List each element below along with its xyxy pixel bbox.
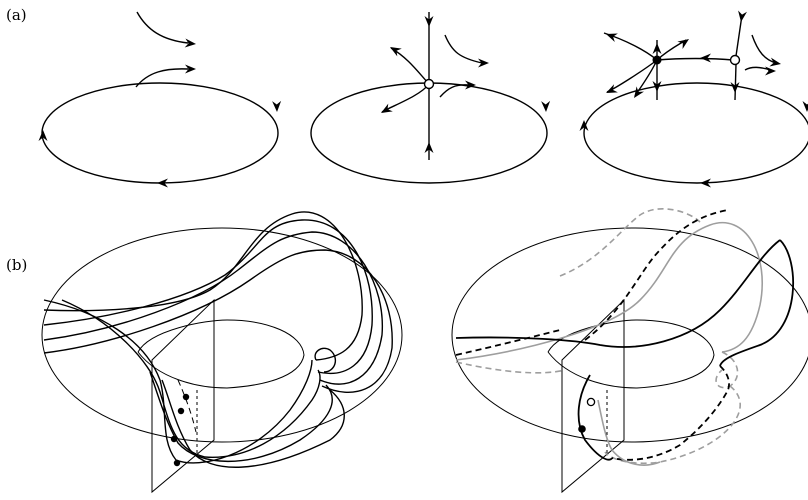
section-intersection-point <box>173 459 181 467</box>
grey-stable-orbit-dashed <box>455 361 566 374</box>
panel-b-label: (b) <box>6 256 27 274</box>
limit-cycle <box>583 82 808 184</box>
trajectory <box>43 231 384 385</box>
branch-upper-right <box>656 39 687 61</box>
grey-dashed-right <box>715 351 739 389</box>
trajectory <box>43 211 363 361</box>
filled-intersection-point <box>578 425 586 433</box>
arrowhead <box>677 35 692 49</box>
trajectory <box>161 379 345 468</box>
arrowhead <box>378 103 393 117</box>
panel-b-torus-right <box>451 208 808 494</box>
trajectory <box>43 299 313 464</box>
open-fixed-point <box>729 54 741 66</box>
grey-stable-orbit <box>455 222 763 361</box>
panel-b-torus-left <box>41 211 403 494</box>
inner-trajectory <box>439 84 470 98</box>
black-dashed-upper <box>584 209 729 341</box>
grey-dashed-upper <box>559 208 701 277</box>
trajectory <box>43 219 373 374</box>
arrowhead <box>765 66 776 76</box>
trajectory-inner-hook <box>314 347 337 373</box>
connection-to-saddle <box>656 57 734 61</box>
trajectory <box>149 371 333 463</box>
panel-a-label: (a) <box>6 6 27 24</box>
black-orbit-right-hook <box>719 239 795 367</box>
section-intersection-point <box>170 435 178 443</box>
poincare-section <box>151 298 215 494</box>
arrowhead <box>604 29 618 42</box>
outer-trajectory <box>444 34 483 64</box>
unstable-branch-left-down <box>381 83 430 113</box>
saddle-manifold-bottom <box>734 63 737 101</box>
panel-a-diagram-1 <box>38 11 282 188</box>
incoming-trajectory <box>136 11 189 44</box>
torus-hole <box>137 319 305 389</box>
arrowhead <box>272 100 282 113</box>
section-intersection-point <box>177 407 185 415</box>
trajectory-dashed-segment <box>177 379 197 433</box>
arrowhead <box>541 100 551 113</box>
grey-dashed-lower <box>604 385 741 465</box>
open-fixed-point <box>423 78 435 90</box>
torus-outer-boundary <box>451 227 808 443</box>
filled-fixed-point <box>652 55 662 65</box>
open-intersection-point <box>586 397 596 407</box>
arrowhead <box>184 38 197 49</box>
torus-outer-boundary <box>41 227 403 443</box>
poincare-section <box>561 298 625 494</box>
black-dashed-right <box>611 365 730 461</box>
black-orbit <box>455 239 781 348</box>
panel-a-diagram-3 <box>579 10 808 188</box>
section-intersection-point <box>182 393 190 401</box>
trajectory <box>43 249 393 393</box>
inner-trajectory <box>135 68 189 88</box>
arrowhead <box>604 84 618 98</box>
panel-a-diagram-2 <box>310 12 551 184</box>
limit-cycle <box>41 82 279 184</box>
arrowhead <box>769 57 782 69</box>
torus-hole <box>547 319 715 389</box>
arrowhead <box>802 101 808 112</box>
grey-orbit-lower <box>597 399 661 466</box>
branch-lower-left-2 <box>634 59 658 97</box>
black-orbit-dashed <box>455 329 561 356</box>
black-orbit-lower <box>577 374 613 461</box>
trajectory <box>61 299 321 458</box>
